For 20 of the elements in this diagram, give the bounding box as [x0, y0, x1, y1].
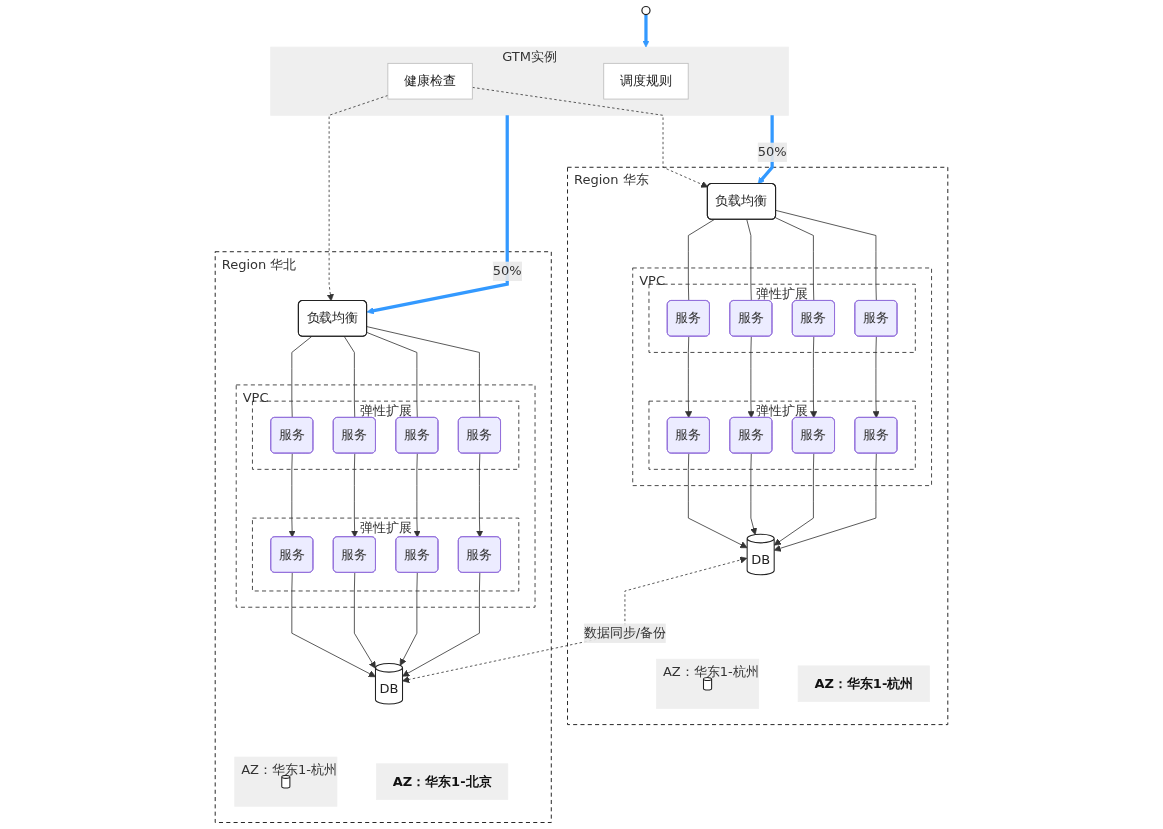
arrow	[642, 14, 650, 48]
edge-label: 50%	[492, 263, 522, 279]
edge-label: 数据同步/备份	[583, 625, 667, 641]
arrow	[366, 115, 509, 315]
node-cylinder	[281, 774, 291, 789]
connector	[366, 326, 481, 419]
node-box: 健康检查	[387, 62, 473, 100]
edge-label: 50%	[757, 144, 787, 160]
node-person	[641, 5, 651, 16]
connector	[343, 336, 356, 419]
connector	[746, 219, 752, 302]
connector	[687, 219, 715, 302]
connector	[775, 210, 877, 302]
node-box: 调度规则	[603, 62, 689, 100]
node-cylinder	[702, 676, 713, 691]
connector	[291, 336, 312, 419]
connector	[366, 332, 418, 419]
cluster: AZ：华东1-杭州	[234, 756, 338, 807]
connector	[775, 217, 815, 302]
cluster: AZ：华东1-杭州	[656, 658, 760, 709]
